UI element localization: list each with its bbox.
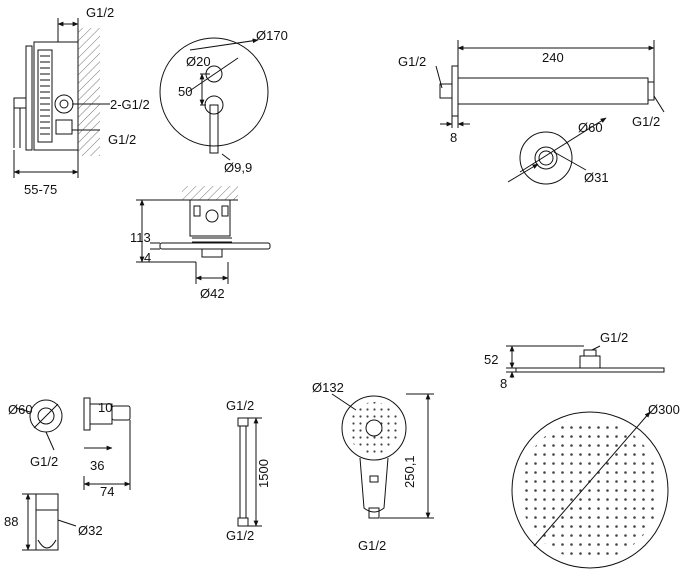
shower-hose: G1/2 G1/2 1500 — [226, 398, 271, 543]
outlet-depth-mid-label: 36 — [90, 458, 104, 473]
hand-diameter-label: Ø132 — [312, 380, 344, 395]
hose-thread-bottom-label: G1/2 — [226, 528, 254, 543]
mixer-thread-right-label: 2-G1/2 — [110, 97, 150, 112]
hose-length-label: 1500 — [256, 459, 271, 488]
hose-body — [239, 425, 247, 519]
offset-label: 50 — [178, 84, 192, 99]
pipe-diameter-label: Ø31 — [584, 170, 609, 185]
overhead-height-label: 52 — [484, 352, 498, 367]
overhead-thread-label: G1/2 — [600, 330, 628, 345]
outlet-diameter-label: Ø60 — [8, 402, 33, 417]
shower-arm: 240 G1/2 G1/2 8 Ø60 Ø31 — [398, 40, 665, 185]
holder-height-label: 88 — [4, 514, 18, 529]
overhead-thickness-label: 8 — [500, 376, 507, 391]
base-diameter-label: Ø42 — [200, 286, 225, 301]
mixer-body — [33, 41, 79, 151]
flange-front — [519, 131, 573, 185]
mixer-height-label: 113 — [130, 230, 151, 245]
arm-thread-right-label: G1/2 — [632, 114, 660, 129]
flange-diameter-label: Ø60 — [578, 120, 603, 135]
holder-diameter-label: Ø32 — [78, 523, 103, 538]
outlet-length-label: 74 — [100, 484, 114, 499]
lever-diameter-label: Ø9,9 — [224, 160, 252, 175]
mixer-thread-bottom-label: G1/2 — [108, 132, 136, 147]
overhead-disc — [511, 411, 669, 569]
cover-diameter-label: Ø170 — [256, 28, 288, 43]
arm-length-label: 240 — [542, 50, 564, 65]
arm-thread-left-label: G1/2 — [398, 54, 426, 69]
cover-plate-circle — [159, 37, 269, 147]
outlet-depth-top-label: 10 — [98, 400, 112, 415]
arm-flange — [451, 65, 459, 117]
holder-body — [35, 493, 59, 511]
flange-thickness-label: 8 — [450, 130, 457, 145]
mixer-depth-label: 55-75 — [24, 182, 57, 197]
wall-hatch — [78, 28, 100, 156]
mixer-installed-side: 113 4 Ø42 — [130, 186, 271, 301]
overhead-diameter-label: Ø300 — [648, 402, 680, 417]
thread-band — [192, 237, 232, 243]
arm-pipe — [457, 77, 649, 105]
hand-shower: Ø132 250,1 G1/2 — [312, 380, 434, 553]
outlet-thread-label: G1/2 — [30, 454, 58, 469]
hand-length-label: 250,1 — [402, 455, 417, 488]
hand-shower-head — [341, 395, 407, 461]
overhead-profile — [515, 367, 665, 373]
plate-thickness-label: 4 — [144, 250, 151, 265]
ceiling-hatch — [182, 186, 238, 200]
hand-thread-label: G1/2 — [358, 538, 386, 553]
hose-thread-top-label: G1/2 — [226, 398, 254, 413]
knob-diameter-label: Ø20 — [186, 54, 211, 69]
mixer-thread-top-label: G1/2 — [86, 5, 114, 20]
cover-plate-front: Ø170 Ø20 50 Ø9,9 — [159, 28, 288, 175]
overhead-shower: G1/2 52 8 Ø300 — [484, 330, 680, 569]
thread-rings — [40, 55, 50, 135]
wall-outlet: Ø60 G1/2 10 36 74 88 Ø32 — [4, 397, 131, 551]
hand-shower-handle — [359, 457, 389, 513]
mixer-side-section: G1/2 2-G1/2 G1/2 55-75 — [13, 5, 150, 197]
